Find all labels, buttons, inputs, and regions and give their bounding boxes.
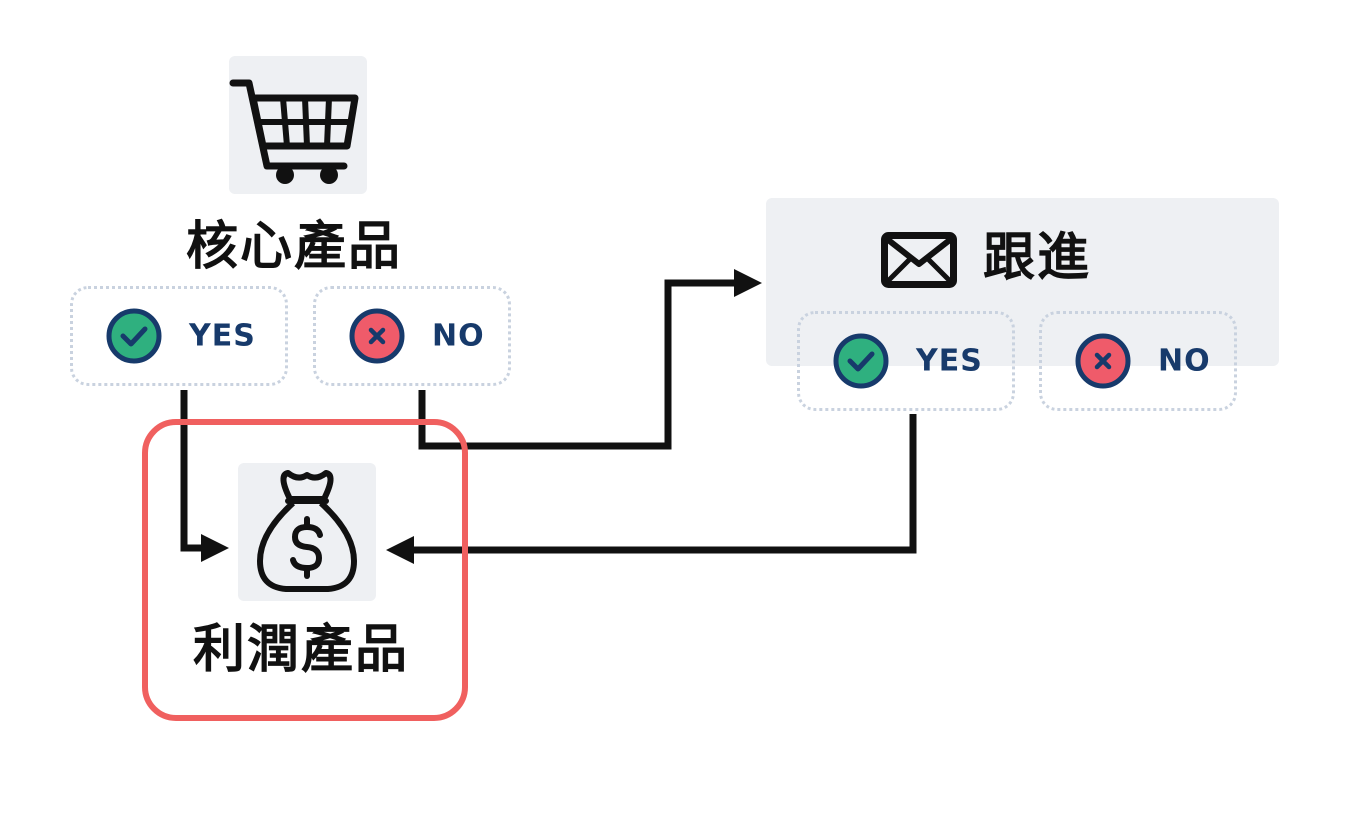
core-product-yes-option[interactable]: YES [70, 286, 288, 386]
connector-core-yes-to-profit [180, 390, 229, 562]
envelope-icon [881, 232, 957, 288]
core-product-icon-tile [229, 56, 367, 194]
money-bag-icon [257, 470, 357, 592]
core-product-no-label: NO [432, 318, 485, 354]
cross-icon [349, 308, 405, 364]
profit-product-icon-tile [238, 463, 376, 601]
follow-up-title: 跟進 [983, 228, 1092, 288]
check-icon [106, 308, 162, 364]
shopping-cart-icon [229, 79, 359, 184]
core-product-no-option[interactable]: NO [313, 286, 511, 386]
core-product-title: 核心產品 [186, 217, 403, 277]
core-product-yes-label: YES [189, 318, 256, 354]
follow-up-yes-option[interactable]: YES [797, 311, 1015, 411]
profit-product-title: 利潤產品 [193, 620, 410, 680]
connector-followup-yes-to-profit [386, 414, 917, 564]
cross-icon [1075, 333, 1131, 389]
follow-up-no-option[interactable]: NO [1039, 311, 1237, 411]
follow-up-yes-label: YES [916, 343, 983, 379]
follow-up-no-label: NO [1158, 343, 1211, 379]
check-icon [833, 333, 889, 389]
profit-product-highlight [142, 419, 468, 721]
connector-core-no-to-followup [418, 269, 762, 450]
